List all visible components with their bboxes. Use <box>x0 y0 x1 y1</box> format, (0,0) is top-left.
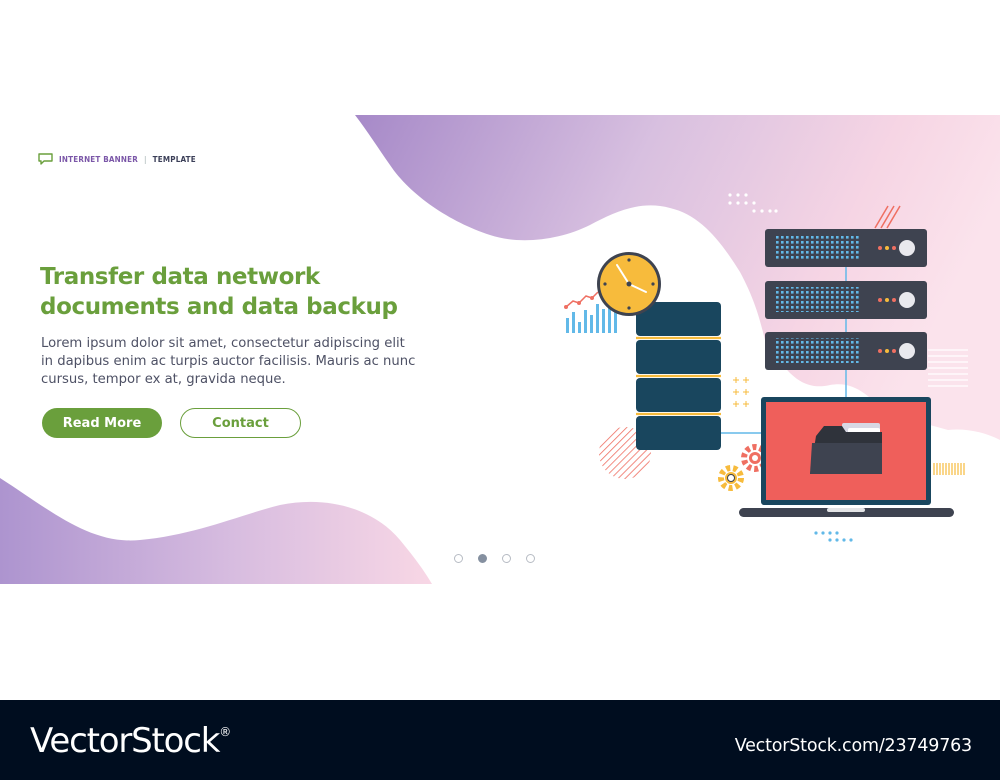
dot-grid-decor <box>728 193 778 213</box>
server-unit-1 <box>765 229 927 267</box>
tag-template: TEMPLATE <box>152 154 196 164</box>
database-icon <box>636 302 721 450</box>
carousel-dot-3[interactable] <box>502 554 511 563</box>
carousel-dot-1[interactable] <box>454 554 463 563</box>
watermark-logo: VectorStock® <box>30 721 231 761</box>
bar-chart-icon <box>564 291 617 333</box>
clock-icon <box>597 252 661 316</box>
registered-mark: ® <box>219 725 232 739</box>
read-more-button[interactable]: Read More <box>42 408 162 438</box>
yellow-bars-decor <box>933 463 965 475</box>
folder-icon <box>810 423 882 474</box>
banner: INTERNET BANNER | TEMPLATE Transfer data… <box>0 115 1000 584</box>
chat-bubble-icon <box>38 153 53 165</box>
carousel-dot-2[interactable] <box>478 554 487 563</box>
blue-dots-decor <box>814 531 853 542</box>
banner-tag: INTERNET BANNER | TEMPLATE <box>38 153 196 165</box>
banner-body: Lorem ipsum dolor sit amet, consectetur … <box>41 336 416 387</box>
watermark-url: VectorStock.com/23749763 <box>734 736 973 756</box>
carousel-dot-4[interactable] <box>526 554 535 563</box>
bottom-left-wave <box>0 478 432 584</box>
watermark-footer <box>0 700 1000 780</box>
plus-grid-decor <box>733 377 749 407</box>
watermark-logo-text: VectorStock <box>30 721 220 761</box>
contact-button[interactable]: Contact <box>180 408 301 438</box>
tag-brand: INTERNET BANNER <box>59 154 138 164</box>
banner-title: Transfer data network documents and data… <box>40 264 398 320</box>
network-connectors <box>720 266 847 434</box>
server-unit-3 <box>765 332 927 370</box>
server-unit-2 <box>765 281 927 319</box>
gear-icon <box>718 444 769 491</box>
line-decor <box>928 349 968 387</box>
illustration <box>564 193 968 542</box>
stripe-decor <box>874 205 901 229</box>
tag-separator: | <box>144 154 147 164</box>
carousel-dots <box>454 554 535 563</box>
server-rack-icon <box>765 229 927 370</box>
